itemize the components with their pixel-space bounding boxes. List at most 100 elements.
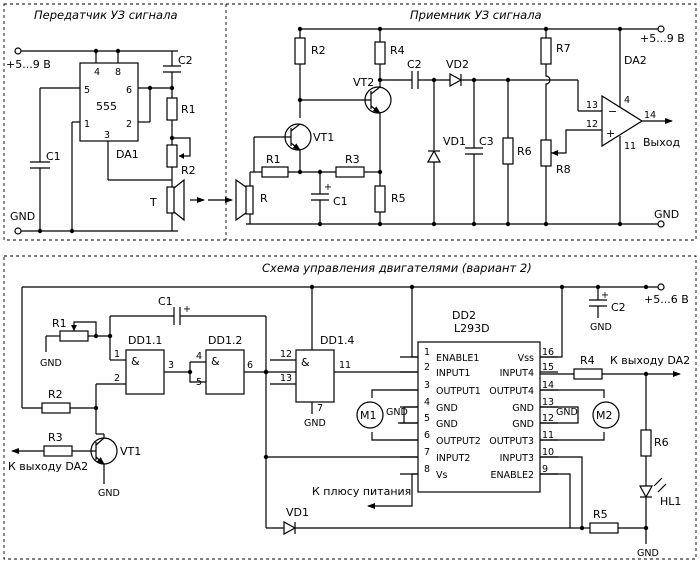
l293d-pin-label: OUTPUT1 (436, 386, 481, 397)
svg-text:GND: GND (40, 358, 62, 369)
motor-control-panel: Схема управления двигателями (вариант 2)… (8, 261, 690, 559)
svg-text:R1: R1 (266, 153, 281, 166)
svg-text:&: & (301, 356, 310, 369)
svg-text:5: 5 (84, 85, 90, 96)
svg-text:6: 6 (247, 360, 253, 371)
l293d-pin-label: ENABLE1 (436, 353, 479, 364)
svg-text:13: 13 (280, 373, 292, 384)
ic-ref: DA1 (116, 148, 139, 161)
svg-text:C1: C1 (333, 195, 348, 208)
svg-text:&: & (211, 355, 220, 368)
svg-text:11: 11 (339, 360, 351, 371)
svg-text:1: 1 (114, 349, 120, 360)
transmitter-gnd-label: GND (10, 210, 35, 223)
motor-supply-label: +5...6 В (644, 293, 689, 306)
l293d-pin-1: 1 (424, 347, 430, 358)
ic-555-body (79, 62, 139, 142)
svg-text:1: 1 (84, 119, 90, 130)
l293d-pin-4: 4 (424, 397, 430, 408)
l293d-pin-label: INPUT4 (500, 368, 534, 379)
tx-r2-label: R2 (181, 164, 196, 177)
l293d-pin-8: 8 (424, 464, 430, 475)
l293d-pin-6: 6 (424, 430, 430, 441)
svg-text:M1: M1 (360, 409, 377, 422)
l293d-pin-2: 2 (424, 362, 430, 373)
l293d-pin-5: 5 (424, 413, 430, 424)
svg-text:R4: R4 (390, 44, 405, 57)
svg-text:13: 13 (586, 100, 598, 111)
svg-text:R2: R2 (48, 388, 63, 401)
svg-text:4: 4 (94, 67, 100, 78)
chip-ref: DD2 (452, 309, 476, 322)
svg-text:+: + (183, 304, 191, 315)
svg-text:7: 7 (317, 403, 323, 414)
svg-text:HL1: HL1 (660, 495, 681, 508)
l293d-pin-label: INPUT1 (436, 368, 470, 379)
tx-c1-label: C1 (46, 150, 61, 163)
svg-text:3: 3 (104, 130, 110, 141)
svg-text:−: − (608, 105, 617, 118)
motor-control-title: Схема управления двигателями (вариант 2) (262, 261, 532, 275)
svg-text:R8: R8 (556, 163, 571, 176)
chip-type: L293D (454, 322, 490, 335)
l293d-pin-label: Vs (436, 470, 447, 481)
svg-text:C2: C2 (611, 301, 626, 314)
l293d-pin-label: OUTPUT4 (489, 386, 534, 397)
tx-r1-label: R1 (181, 103, 196, 116)
l293d-pin-label: INPUT3 (500, 453, 534, 464)
svg-text:R1: R1 (52, 317, 67, 330)
l293d-pin-16: 16 (542, 347, 554, 358)
panel-frames (3, 3, 697, 560)
l293d-pin-label: INPUT2 (436, 453, 470, 464)
tx-r1 (166, 97, 178, 121)
gnd-terminal (14, 227, 22, 235)
svg-text:VD1: VD1 (286, 506, 309, 519)
svg-text:GND: GND (637, 548, 659, 559)
svg-text:+: + (601, 290, 609, 301)
receiver-supply-label: +5...9 В (640, 32, 685, 45)
svg-text:R3: R3 (345, 153, 360, 166)
to-power-label: К плюсу питания (312, 485, 411, 498)
svg-text:3: 3 (168, 360, 174, 371)
svg-text:14: 14 (644, 110, 656, 121)
l293d-pin-3: 3 (424, 380, 430, 391)
svg-text:R5: R5 (391, 192, 406, 205)
svg-text:R3: R3 (48, 431, 63, 444)
svg-text:5: 5 (196, 377, 202, 388)
svg-text:DD1.2: DD1.2 (208, 334, 242, 347)
svg-text:DD1.1: DD1.1 (128, 334, 162, 347)
svg-text:GND: GND (304, 418, 326, 429)
svg-text:8: 8 (115, 67, 121, 78)
svg-text:+: + (606, 127, 615, 140)
svg-text:&: & (131, 355, 140, 368)
svg-text:4: 4 (624, 95, 630, 106)
svg-text:DD1.4: DD1.4 (320, 334, 354, 347)
svg-text:R2: R2 (311, 44, 326, 57)
svg-text:R4: R4 (580, 354, 595, 367)
svg-text:2: 2 (126, 119, 132, 130)
l293d-pin-label: GND (512, 419, 534, 430)
transducer-t (166, 186, 175, 214)
transmitter-panel: Передатчик УЗ сигнала +5...9 В GND 555 D… (6, 8, 205, 235)
svg-text:6: 6 (126, 85, 132, 96)
transmitter-title: Передатчик УЗ сигнала (34, 8, 178, 22)
l293d-pin-label: ENABLE2 (491, 470, 534, 481)
l293d-pin-label: GND (512, 403, 534, 414)
l293d-body (417, 341, 541, 493)
to-da2-left-label: К выходу DA2 (8, 460, 88, 473)
svg-text:R6: R6 (517, 145, 532, 158)
receiver-panel: Приемник УЗ сигнала +5...9 В GND Выход R… (208, 8, 685, 228)
tx-c2-label: C2 (178, 54, 193, 67)
svg-text:C3: C3 (479, 135, 494, 148)
svg-text:M2: M2 (596, 409, 613, 422)
svg-text:R6: R6 (654, 436, 669, 449)
svg-text:VT2: VT2 (353, 76, 374, 89)
receiver-output-label: Выход (643, 136, 680, 149)
svg-text:C1: C1 (158, 295, 173, 308)
svg-text:R: R (260, 192, 268, 205)
tx-t-label: T (149, 196, 157, 209)
l293d-pin-14: 14 (542, 380, 554, 391)
l293d-pin-label: GND (436, 403, 458, 414)
l293d-pin-label: OUTPUT2 (436, 436, 481, 447)
